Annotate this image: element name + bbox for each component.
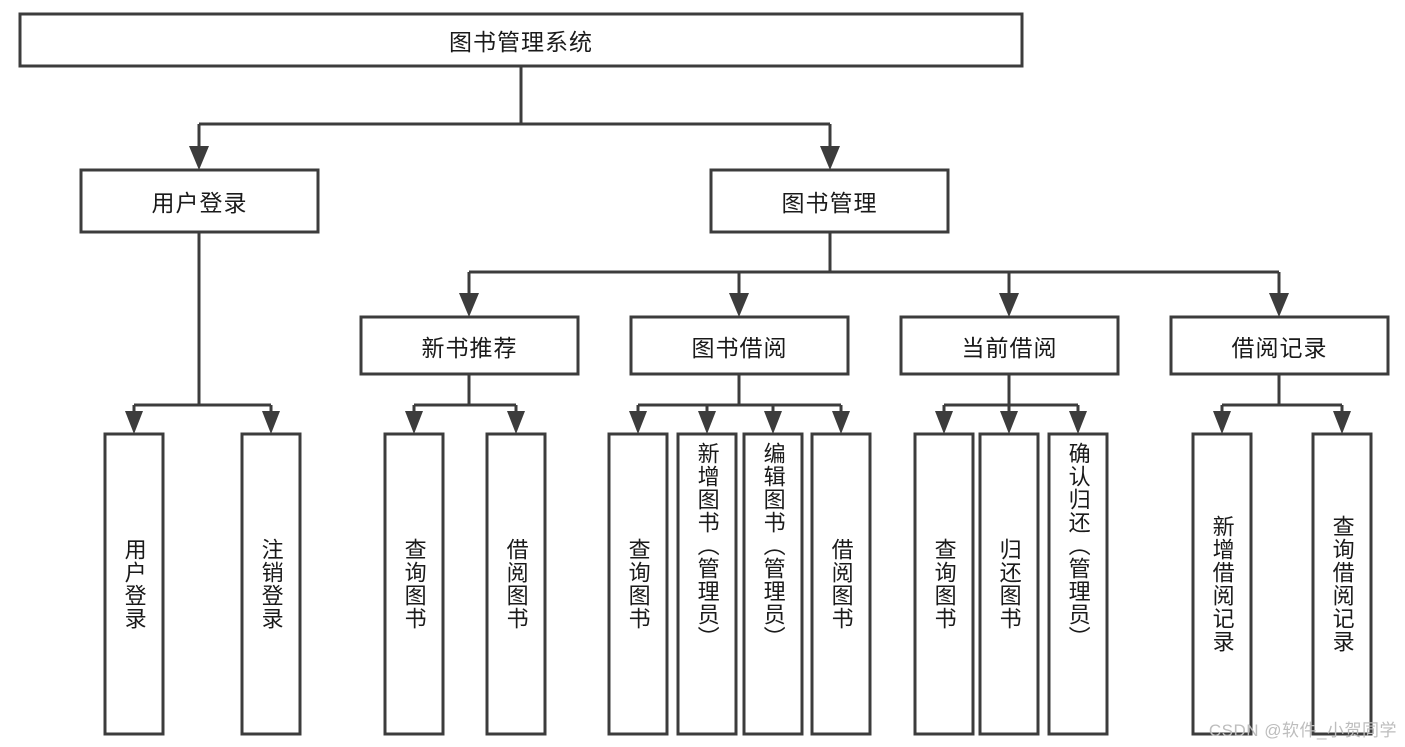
node-box-leaf-borrow-book-rec[interactable]: [485, 432, 547, 736]
arrow-head-icon: [729, 293, 749, 317]
node-box-leaf-user-login[interactable]: [103, 432, 165, 736]
node-box-leaf-query-book-cur[interactable]: [913, 432, 975, 736]
node-box-leaf-edit-book[interactable]: [742, 432, 804, 736]
arrow-head-icon: [459, 293, 479, 317]
node-box-leaf-return-book[interactable]: [978, 432, 1040, 736]
connector-userlogin-to-leaves: [125, 232, 280, 434]
arrow-head-icon: [999, 293, 1019, 317]
arrow-head-icon: [405, 411, 423, 434]
node-box-new-book-recommend[interactable]: [359, 315, 580, 376]
node-box-leaf-add-book[interactable]: [676, 432, 738, 736]
arrow-head-icon: [1000, 411, 1018, 434]
node-box-user-login[interactable]: [79, 168, 320, 234]
arrow-head-icon: [764, 411, 782, 434]
node-box-leaf-confirm-return[interactable]: [1047, 432, 1109, 736]
arrow-head-icon: [832, 411, 850, 434]
arrow-head-icon: [189, 146, 209, 170]
node-box-leaf-query-record[interactable]: [1311, 432, 1373, 736]
arrow-head-icon: [1213, 411, 1231, 434]
connector-root-to-level2: [189, 66, 840, 170]
connector-borrowrecord-to-leaves: [1213, 374, 1351, 434]
connector-newbook-to-leaves: [405, 374, 525, 434]
connector-bookmanage-to-level3: [459, 232, 1289, 317]
arrow-head-icon: [262, 411, 280, 434]
arrow-head-icon: [125, 411, 143, 434]
node-box-book-manage[interactable]: [709, 168, 950, 234]
node-box-leaf-query-book-borrow[interactable]: [607, 432, 669, 736]
arrow-head-icon: [820, 146, 840, 170]
arrow-head-icon: [1269, 293, 1289, 317]
node-box-leaf-query-book-rec[interactable]: [383, 432, 445, 736]
node-box-book-borrow[interactable]: [629, 315, 850, 376]
arrow-head-icon: [698, 411, 716, 434]
watermark-text: CSDN @软件_小贺同学: [1208, 721, 1397, 740]
node-box-root[interactable]: [18, 12, 1024, 68]
connector-currentborrow-to-leaves: [935, 374, 1087, 434]
arrow-head-icon: [629, 411, 647, 434]
node-box-leaf-logout[interactable]: [240, 432, 302, 736]
connector-bookborrow-to-leaves: [629, 374, 850, 434]
arrow-head-icon: [935, 411, 953, 434]
node-box-leaf-add-record[interactable]: [1191, 432, 1253, 736]
arrow-head-icon: [507, 411, 525, 434]
arrow-head-icon: [1333, 411, 1351, 434]
arrow-head-icon: [1069, 411, 1087, 434]
node-box-borrow-record[interactable]: [1169, 315, 1390, 376]
node-box-current-borrow[interactable]: [899, 315, 1120, 376]
node-box-leaf-borrow-book[interactable]: [810, 432, 872, 736]
